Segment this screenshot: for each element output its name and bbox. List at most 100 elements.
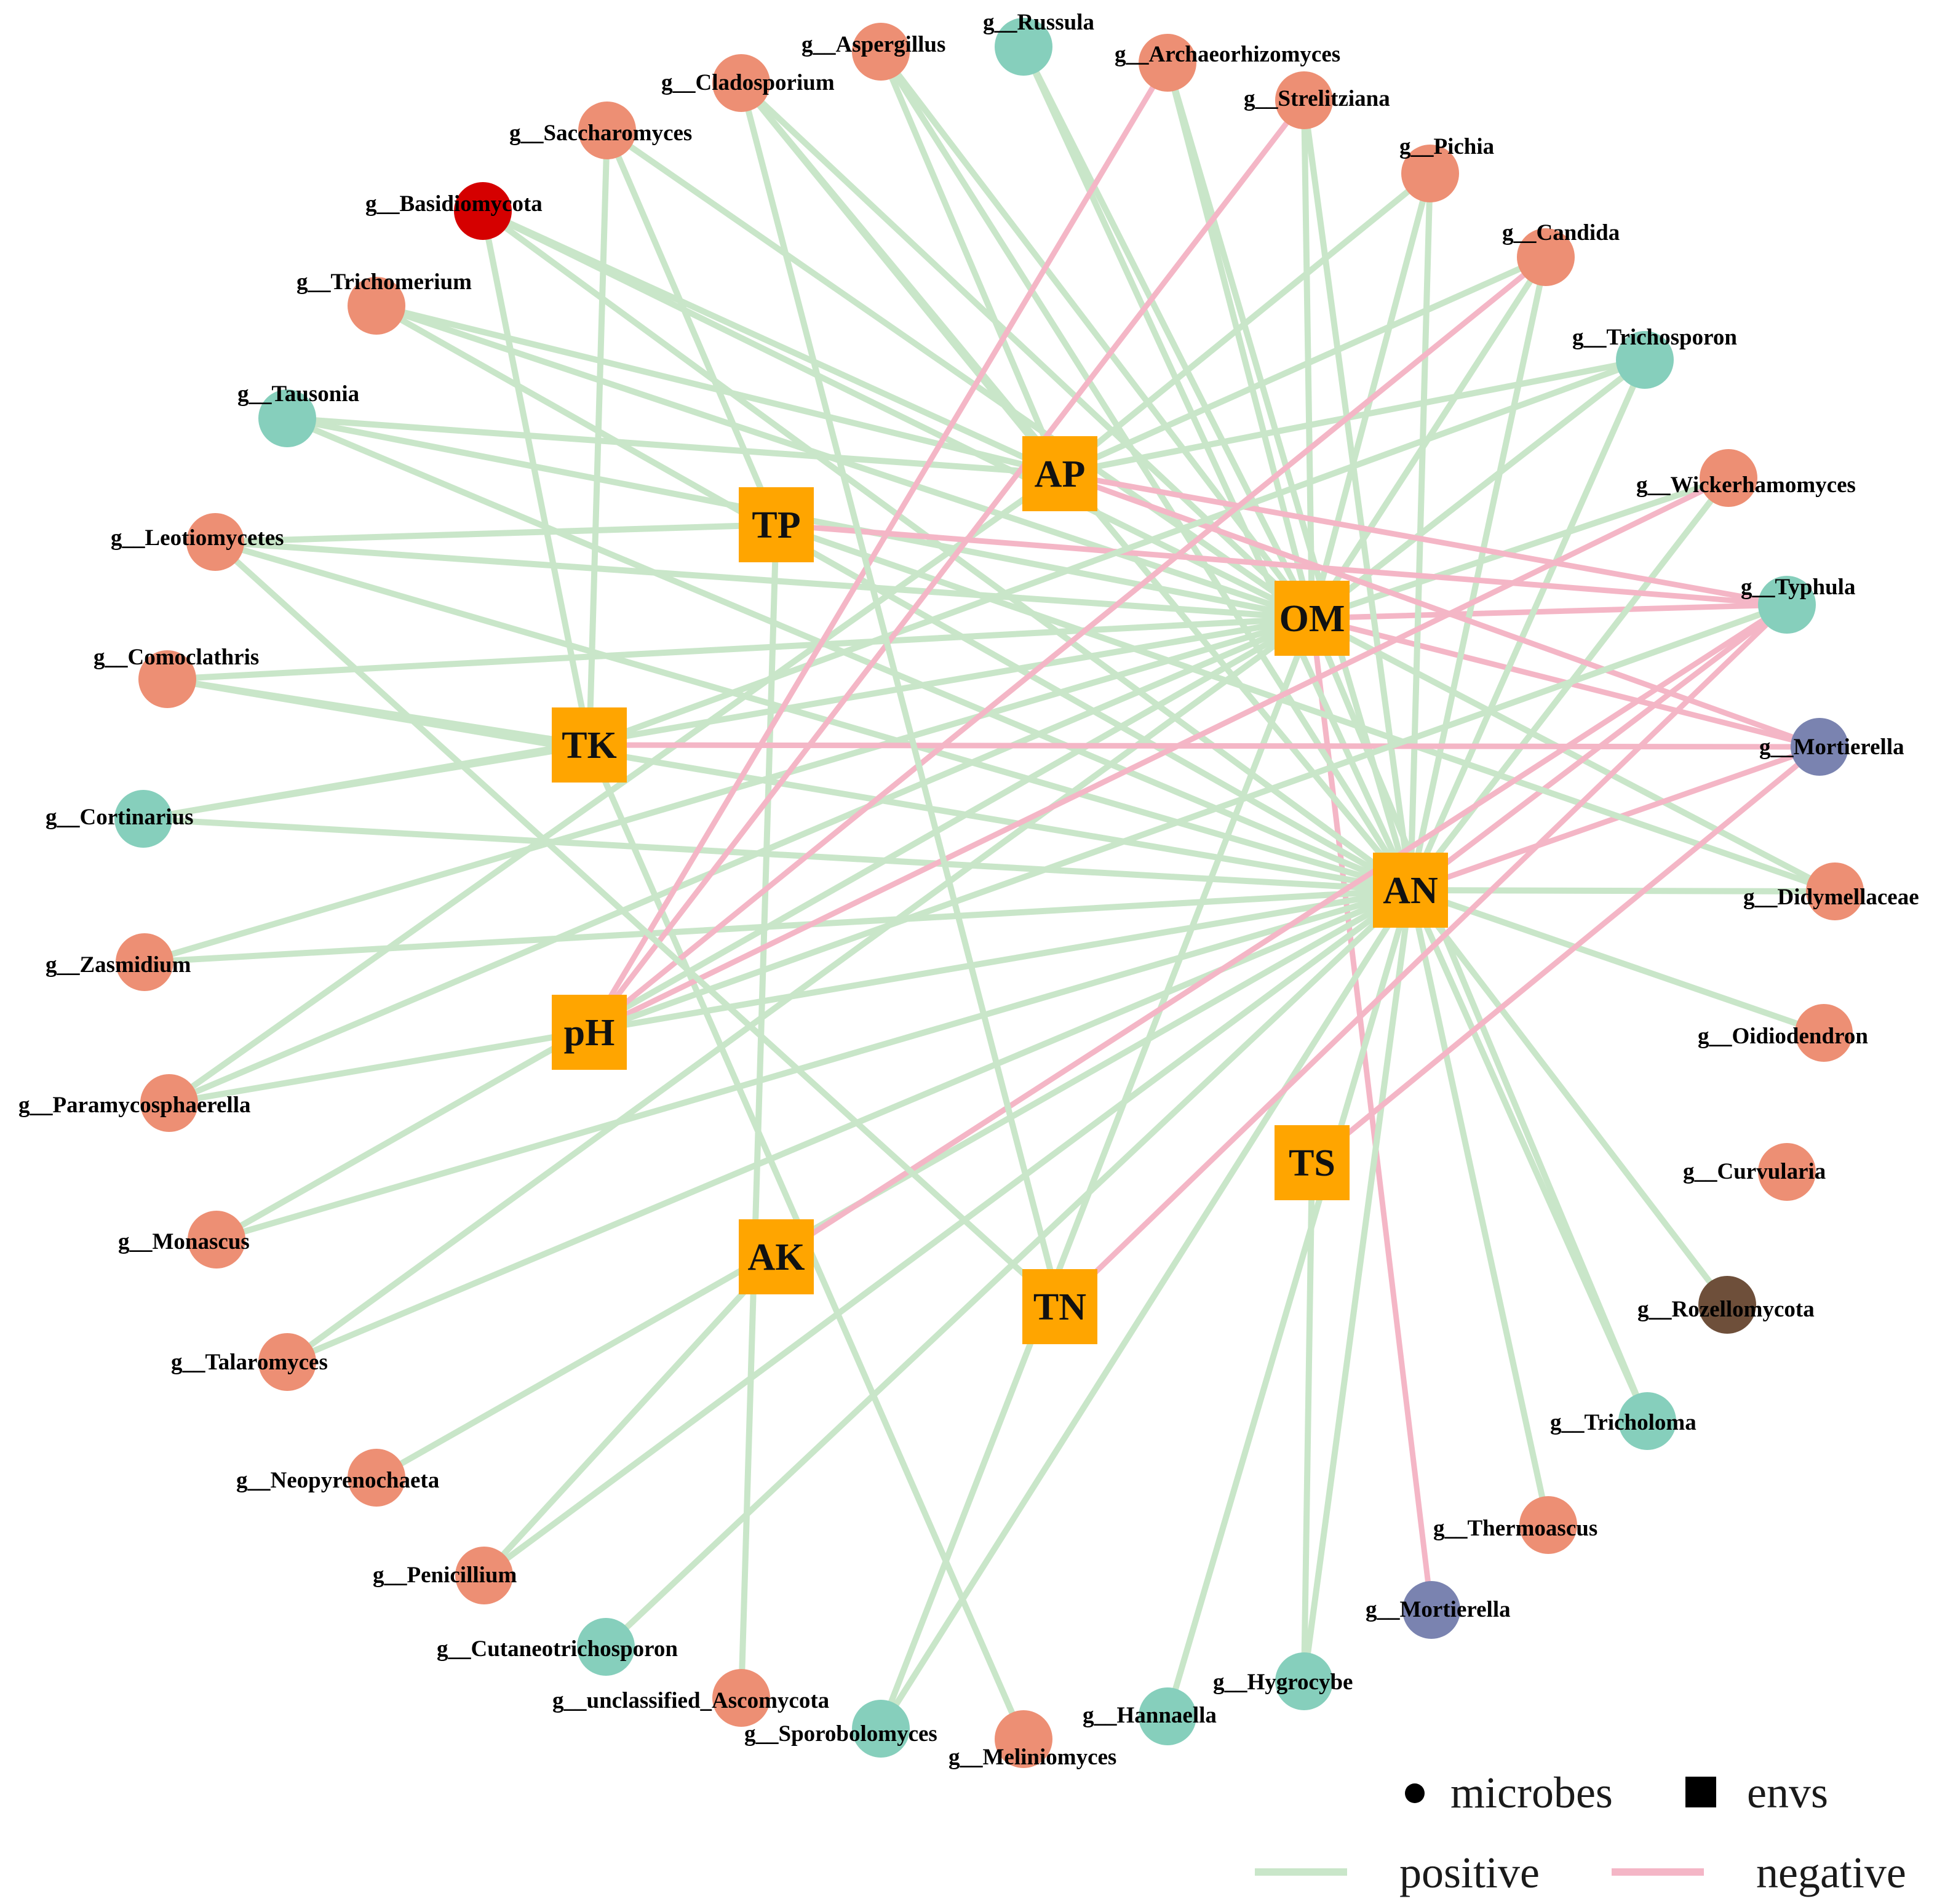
microbe-node-aspergillus <box>852 23 910 81</box>
edge-positive-om-russula <box>1020 44 1315 621</box>
microbe-node-didymellaceae <box>1806 862 1864 920</box>
microbe-label-hygrocybe: g__Hygrocybe <box>1213 1670 1353 1695</box>
microbe-label-cutaneotrichosporon: g__Cutaneotrichosporon <box>437 1636 678 1662</box>
microbe-node-comoclathris <box>138 650 196 708</box>
edge-positive-an-sporobolomyces <box>878 887 1414 1732</box>
legend-microbes-marker <box>1405 1783 1425 1803</box>
edge-positive-an-monascus <box>213 887 1414 1243</box>
edge-positive-an-russula <box>1020 44 1414 893</box>
microbe-label-meliniomyces: g__Meliniomyces <box>949 1745 1116 1770</box>
env-node-ak <box>739 1219 814 1294</box>
microbe-node-mortierella1 <box>1791 718 1848 776</box>
microbe-label-curvularia: g__Curvularia <box>1683 1159 1826 1184</box>
edge-positive-tk-comoclathris <box>164 676 592 748</box>
microbe-label-hannaella: g__Hannaella <box>1083 1703 1217 1728</box>
edge-positive-tk-cortinarius <box>140 742 592 822</box>
microbe-node-layer <box>114 18 1864 1768</box>
microbe-label-comoclathris: g__Comoclathris <box>93 645 259 670</box>
edge-positive-om-didymellaceae <box>1309 615 1838 894</box>
edge-positive-om-saccharomyces <box>604 127 1315 621</box>
edge-positive-ts-hygrocybe <box>1301 1160 1315 1684</box>
microbe-label-mortierella1: g__Mortierella <box>1759 735 1904 760</box>
edge-positive-an-trichosporon <box>1407 357 1648 893</box>
microbe-label-leotiomycetes: g__Leotiomycetes <box>111 525 284 551</box>
env-label-ak: AK <box>748 1237 805 1278</box>
edge-positive-tn-cladosporium <box>738 80 1063 1310</box>
edge-positive-om-leotiomycetes <box>212 539 1315 621</box>
microbe-node-meliniomyces <box>995 1710 1052 1768</box>
edge-positive-an-strelitziana <box>1301 97 1414 893</box>
microbe-node-cladosporium <box>712 54 770 112</box>
legend-envs-label: envs <box>1747 1768 1828 1817</box>
edge-positive-tk-trichosporon <box>586 357 1648 748</box>
microbe-node-candida <box>1517 228 1575 286</box>
edge-positive-ap-cladosporium <box>738 80 1063 477</box>
microbe-node-basidiomycota <box>454 182 512 240</box>
env-label-om: OM <box>1279 598 1345 640</box>
edge-positive-an-pichia <box>1407 170 1433 893</box>
edge-positive-an-didymellaceae <box>1407 887 1838 894</box>
edge-negative-tk-mortierella1 <box>586 742 1823 750</box>
env-label-ap: AP <box>1035 453 1086 495</box>
microbe-node-mortierella2 <box>1402 1581 1460 1639</box>
edge-positive-ak-penicillium <box>481 1254 779 1579</box>
env-node-tp <box>739 487 814 562</box>
microbe-label-typhula: g__Typhula <box>1741 575 1855 600</box>
microbe-label-didymellaceae: g__Didymellaceae <box>1743 885 1919 910</box>
edge-positive-tp-unclassified_ascomycota <box>738 522 779 1701</box>
edge-positive-ap-aspergillus <box>878 49 1063 477</box>
edge-positive-om-paramycosphaerella <box>166 615 1315 1106</box>
edge-positive-an-tricholoma <box>1407 887 1650 1424</box>
microbe-label-russula: g__Russula <box>983 10 1094 35</box>
edge-positive-ap-basidiomycota <box>480 208 1063 477</box>
microbe-node-archaeorhizomyces <box>1139 34 1196 92</box>
microbe-label-tricholoma: g__Tricholoma <box>1550 1410 1696 1435</box>
microbe-node-trichosporon <box>1616 331 1674 389</box>
edge-positive-an-candida <box>1407 254 1549 893</box>
microbe-label-wickerhamomyces: g__Wickerhamomyces <box>1636 472 1856 498</box>
edge-positive-tp-leotiomycetes <box>212 522 779 545</box>
edge-negative-ph-strelitziana <box>586 97 1307 1035</box>
edge-positive-om-cladosporium <box>738 80 1315 621</box>
env-label-ts: TS <box>1289 1142 1335 1184</box>
edge-positive-om-sporobolomyces <box>878 615 1315 1732</box>
microbe-label-candida: g__Candida <box>1502 220 1620 245</box>
edge-negative-ts-mortierella1 <box>1309 744 1823 1166</box>
edge-positive-an-penicillium <box>481 887 1414 1579</box>
edge-positive-om-wickerhamomyces <box>1309 475 1732 621</box>
microbe-node-tausonia <box>258 389 316 447</box>
env-node-ts <box>1275 1125 1350 1200</box>
microbe-node-zasmidium <box>116 933 173 991</box>
legend: microbes envs positive negative <box>1255 1768 1906 1897</box>
microbe-node-cortinarius <box>114 790 172 848</box>
microbe-label-talaromyces: g__Talaromyces <box>171 1350 328 1375</box>
microbe-node-tricholoma <box>1618 1392 1676 1450</box>
edge-positive-an-oidiodendron <box>1407 887 1827 1036</box>
env-node-tk <box>552 707 627 783</box>
edge-positive-tp-didymellaceae <box>773 522 1838 894</box>
microbe-node-paramycosphaerella <box>140 1074 198 1132</box>
edge-positive-om-trichomerium <box>373 303 1315 621</box>
edge-positive-tn-leotiomycetes <box>212 539 1063 1310</box>
edge-negative-ap-typhula <box>1057 471 1790 608</box>
microbe-label-trichomerium: g__Trichomerium <box>296 269 472 295</box>
microbe-node-hannaella <box>1139 1687 1196 1745</box>
microbe-node-neopyrenochaeta <box>348 1449 405 1507</box>
microbe-node-typhula <box>1758 576 1816 634</box>
edge-negative-ph-archaeorhizomyces <box>586 60 1171 1035</box>
microbe-node-unclassified_ascomycota <box>712 1669 770 1727</box>
legend-negative-label: negative <box>1756 1848 1906 1897</box>
edge-positive-ap-candida <box>1057 254 1549 477</box>
microbe-label-cortinarius: g__Cortinarius <box>46 805 194 830</box>
microbe-label-pichia: g__Pichia <box>1399 134 1494 159</box>
env-node-an <box>1373 853 1448 928</box>
microbe-label-tausonia: g__Tausonia <box>237 381 359 407</box>
env-node-ph <box>552 995 627 1070</box>
edge-negative-om-typhula <box>1309 602 1790 621</box>
edge-positive-an-trichomerium <box>373 303 1414 893</box>
edge-positive-an-rozellomycota <box>1407 887 1730 1308</box>
env-label-tp: TP <box>752 504 800 546</box>
